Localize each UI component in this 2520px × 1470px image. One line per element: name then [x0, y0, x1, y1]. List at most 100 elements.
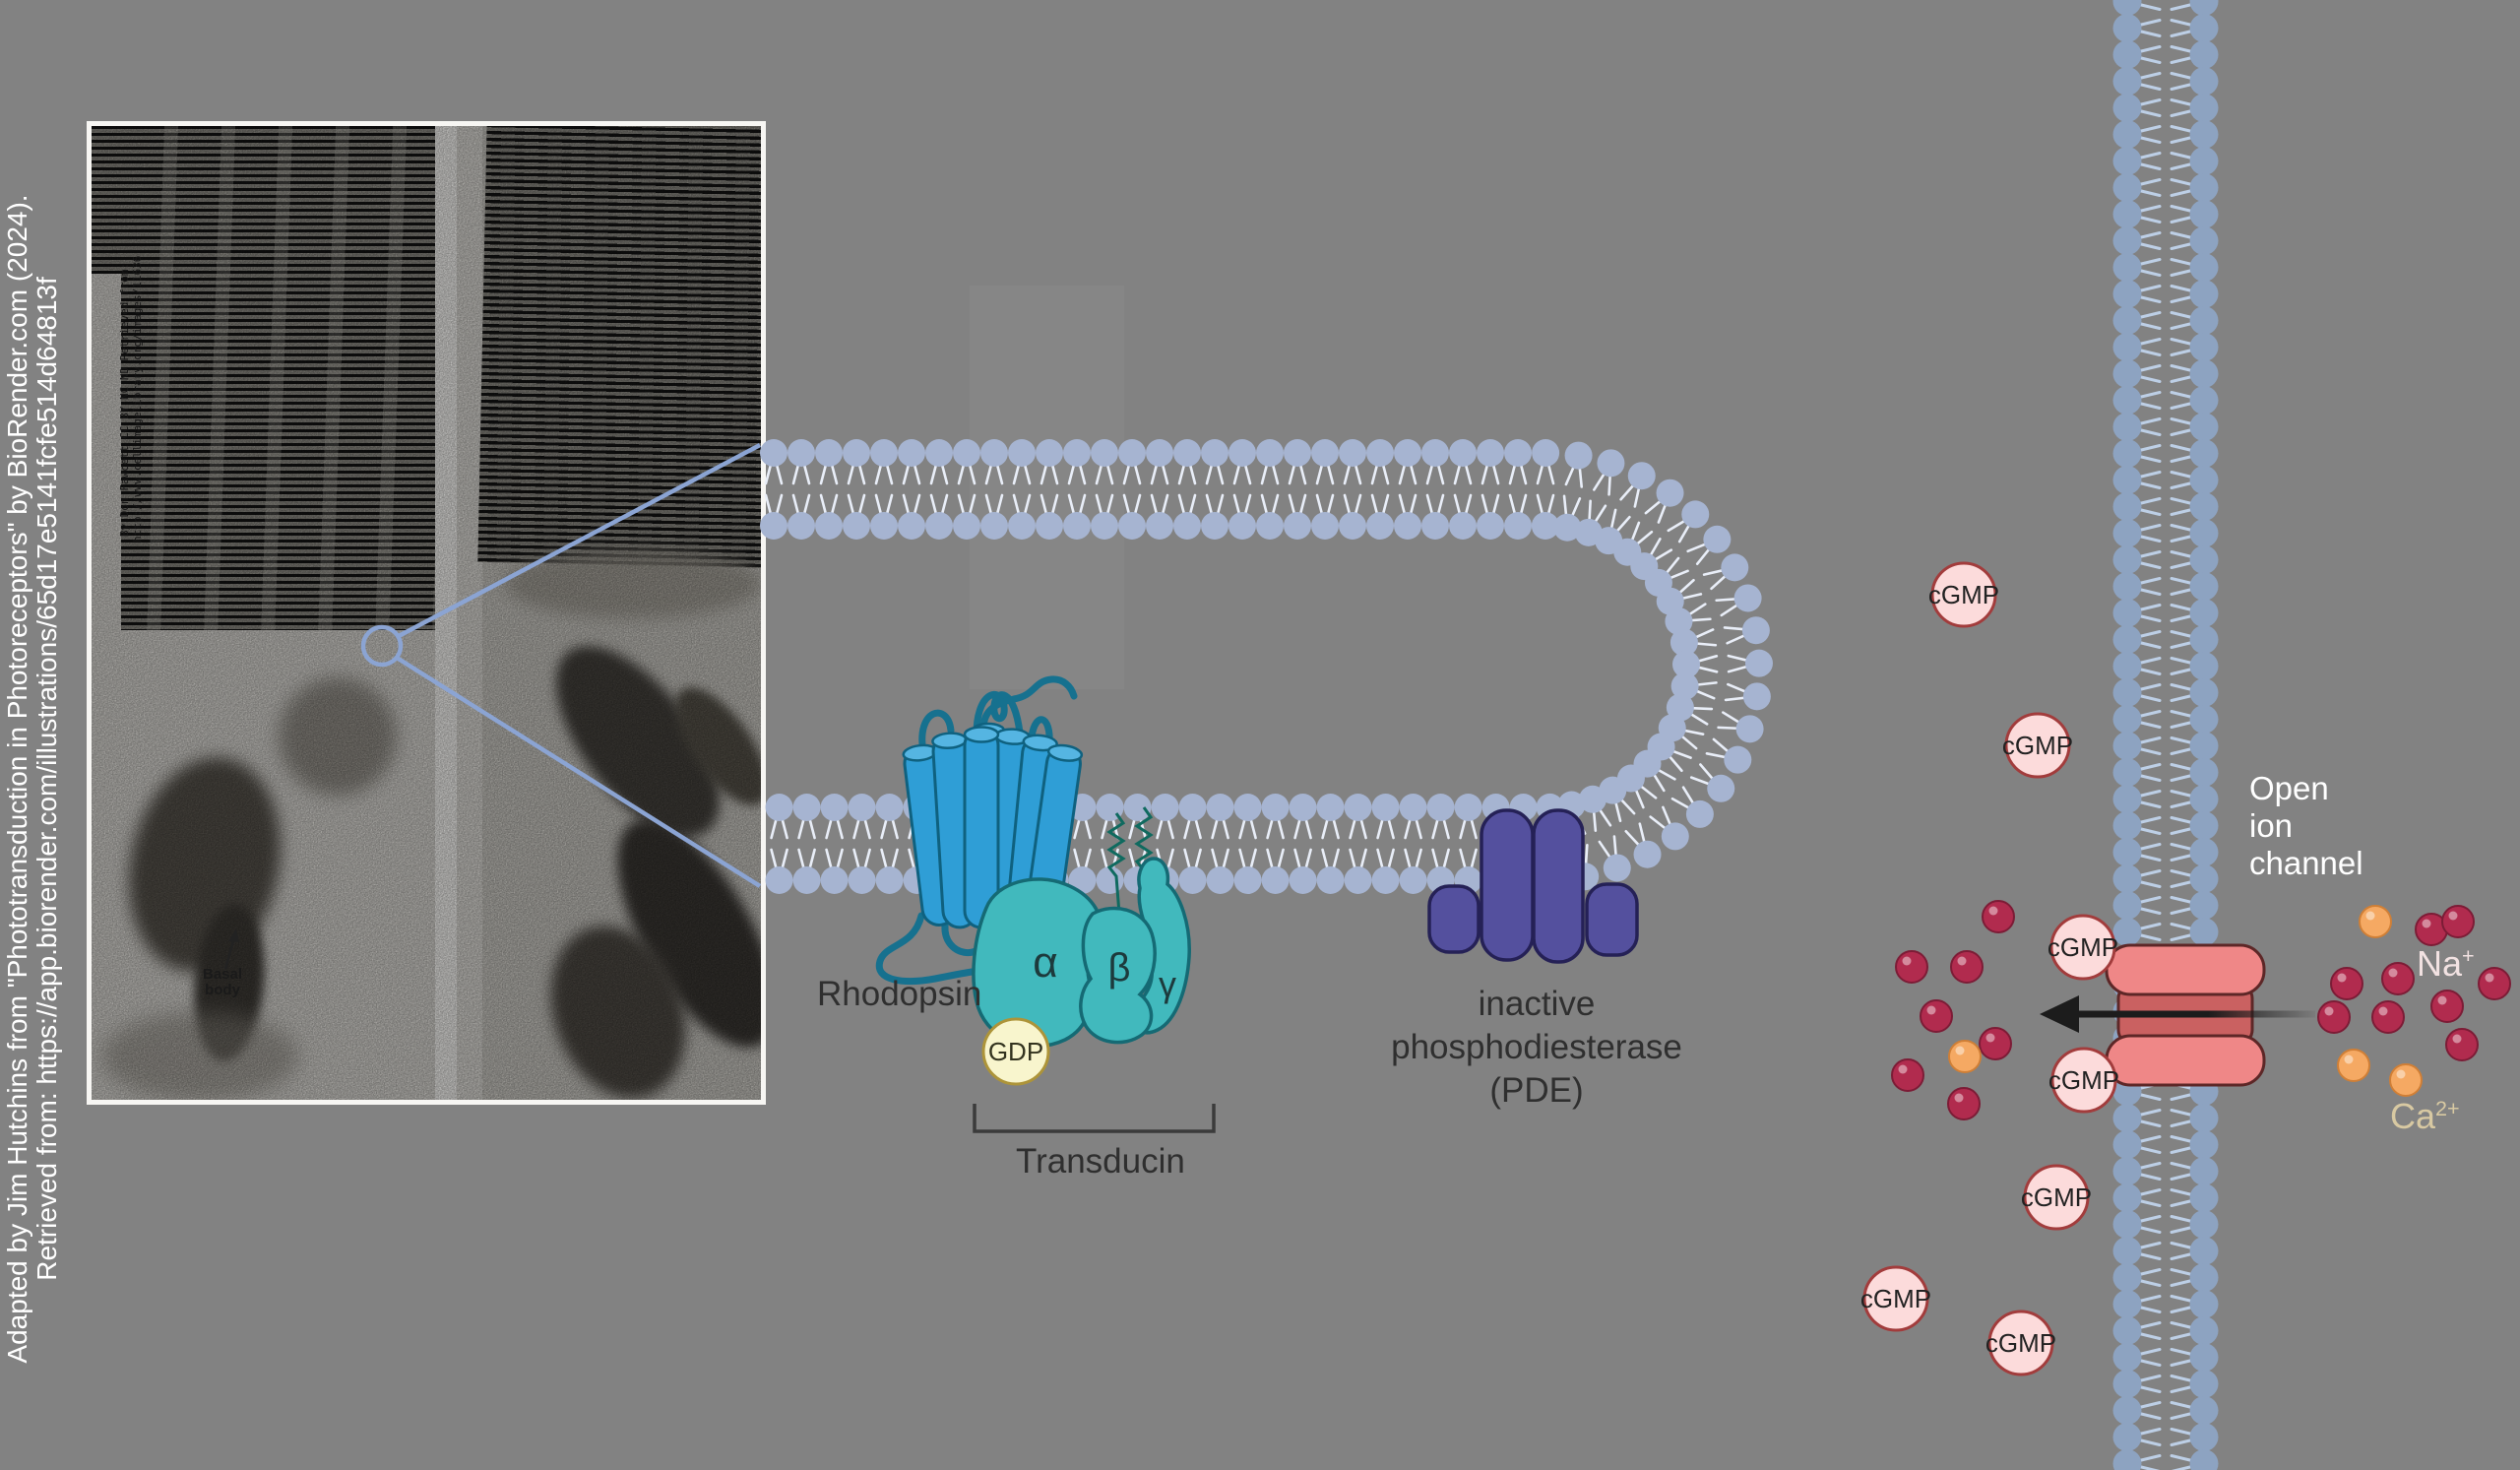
lipid-head — [765, 866, 793, 894]
open-channel-line-3: channel — [2249, 845, 2363, 881]
lipid-head — [1477, 439, 1504, 467]
lipid-head — [2112, 918, 2142, 946]
sodium-ion-body — [1979, 1027, 2012, 1060]
lipid-head — [1091, 439, 1118, 467]
sodium-ion-body — [2478, 967, 2511, 1000]
lipid-head — [2112, 67, 2142, 96]
lipid-head — [2189, 918, 2219, 946]
cgmp-label: cGMP — [1860, 1284, 1931, 1313]
calcium-ion-body — [2337, 1049, 2370, 1082]
lipid-head — [1421, 439, 1449, 467]
pde-subunit — [1585, 882, 1639, 957]
lipid-head — [1421, 512, 1449, 540]
lipid-head — [2112, 1343, 2142, 1372]
cgmp-label: cGMP — [2048, 1065, 2119, 1095]
lipid-head — [2189, 1104, 2219, 1132]
lipid-head — [2112, 1290, 2142, 1318]
lipid-head — [1627, 462, 1656, 490]
lipid-head — [1178, 866, 1207, 895]
lipid-head — [1371, 866, 1400, 895]
lipid-head — [1311, 439, 1339, 467]
cgmp-label: cGMP — [1985, 1328, 2056, 1358]
cgmp-label: cGMP — [2002, 731, 2073, 760]
lipid-head — [848, 794, 876, 821]
lipid-head — [848, 866, 876, 894]
lipid-head — [2112, 545, 2142, 574]
lipid-head — [1284, 439, 1311, 467]
magnification-callout — [360, 443, 762, 888]
sodium-ion-body — [2381, 962, 2415, 995]
lipid-head — [2189, 1370, 2219, 1398]
lipid-head — [2189, 40, 2219, 69]
channel-bottom-lobe — [2105, 1034, 2266, 1087]
em-content: By Don Fawcett CC BY NC ND Retrieved fro… — [92, 126, 761, 1100]
lipid-head — [2189, 386, 2219, 415]
lipid-head — [1008, 512, 1036, 540]
lipid-head — [2189, 891, 2219, 920]
pde-label: inactive phosphodiesterase (PDE) — [1388, 983, 1685, 1113]
lipid-head — [2189, 1130, 2219, 1159]
lipid-head — [1633, 840, 1662, 868]
sodium-ion-highlight — [2437, 995, 2447, 1005]
lipid-head — [2112, 758, 2142, 787]
lipid-head — [815, 439, 843, 467]
lipid-head — [1261, 866, 1290, 895]
rhodopsin-c-terminus — [875, 912, 996, 986]
lipid-head — [875, 794, 904, 821]
lipid-head — [1344, 866, 1372, 895]
lipid-head — [792, 794, 821, 821]
sodium-ion-highlight — [2485, 973, 2494, 983]
lipid-head — [1721, 553, 1749, 582]
calcium-charge: 2+ — [2435, 1096, 2460, 1120]
lipid-head — [2189, 1263, 2219, 1292]
lipid-head — [2189, 732, 2219, 760]
callout-line-bottom — [395, 656, 762, 888]
lipid-head — [1151, 794, 1179, 822]
lipid-head — [2112, 333, 2142, 361]
lipid-head — [875, 866, 904, 894]
lipid-head — [2189, 1343, 2219, 1372]
calcium-ion — [1948, 1040, 1982, 1073]
em-grain-overlay — [92, 126, 761, 1100]
lipid-head — [820, 794, 849, 821]
lipid-head — [2112, 0, 2142, 16]
lipid-head — [1344, 794, 1372, 822]
cgmp-molecule: cGMP — [2021, 1164, 2092, 1231]
lipid-head — [1449, 512, 1477, 540]
lipid-head — [1371, 794, 1400, 822]
lipid-head — [2112, 891, 2142, 920]
sodium-ion-highlight — [2452, 1034, 2462, 1044]
lipid-head — [2112, 253, 2142, 282]
lipid-head — [1394, 439, 1421, 467]
lipid-head — [1118, 439, 1146, 467]
lipid-head — [1733, 584, 1762, 612]
lipid-head — [2112, 359, 2142, 388]
sodium-ion-highlight — [1988, 906, 1998, 916]
lipid-head — [2189, 678, 2219, 707]
lipid-head — [1707, 774, 1735, 802]
pde-label-line-1: inactive — [1478, 985, 1596, 1023]
lipid-head — [1201, 439, 1228, 467]
lipid-head — [1173, 512, 1201, 540]
lipid-head — [2112, 785, 2142, 813]
pde-subunit — [1480, 808, 1535, 962]
lipid-head — [925, 512, 953, 540]
lipid-head — [2112, 652, 2142, 680]
lipid-head — [2112, 386, 2142, 415]
calcium-ion-body — [2389, 1063, 2423, 1097]
cgmp-circle — [1930, 561, 1997, 628]
sodium-ion — [1895, 950, 1928, 984]
sodium-ion — [1891, 1058, 1924, 1092]
lipid-head — [2189, 1423, 2219, 1451]
lipid-head — [1206, 794, 1234, 822]
lipid-head — [1531, 511, 1559, 540]
lipid-head — [1339, 439, 1366, 467]
cgmp-circle — [1987, 1310, 2054, 1376]
lipid-head — [2189, 811, 2219, 840]
lipid-head — [925, 439, 953, 467]
sodium-ion-highlight — [1957, 956, 1967, 966]
lipid-head — [1096, 866, 1124, 895]
lipid-head — [2189, 599, 2219, 627]
lipid-head — [2189, 14, 2219, 42]
